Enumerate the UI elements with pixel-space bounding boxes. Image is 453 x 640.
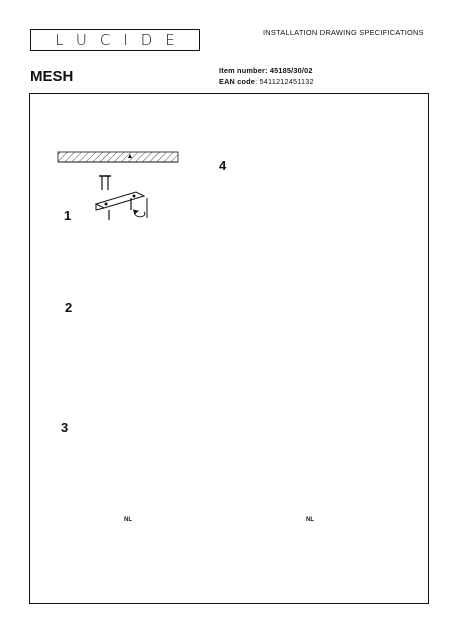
item-number-row: Item number: 45185/30/02 bbox=[219, 66, 313, 75]
brand-logo: LUCIDE bbox=[30, 29, 200, 51]
step-number-2: 2 bbox=[65, 300, 73, 315]
screw-icon bbox=[99, 175, 111, 190]
step-number-4: 4 bbox=[219, 158, 227, 173]
brand-logo-text: LUCIDE bbox=[55, 31, 188, 49]
ean-row: EAN code: 5411212451132 bbox=[219, 77, 314, 86]
step-1-illustration bbox=[57, 151, 179, 220]
item-number-value: 45185/30/02 bbox=[269, 66, 313, 75]
step-number-3: 3 bbox=[61, 420, 69, 435]
document-title: INSTALLATION DRAWING SPECIFICATIONS bbox=[263, 28, 424, 37]
drawing-frame bbox=[29, 93, 429, 604]
ean-value: : 5411212451132 bbox=[255, 77, 314, 86]
rotate-arrow-icon bbox=[132, 198, 148, 218]
product-name: MESH bbox=[30, 68, 74, 85]
nl-badge-right: NL bbox=[306, 517, 314, 523]
ean-label: EAN code bbox=[219, 77, 256, 86]
step-number-1: 1 bbox=[64, 208, 72, 223]
item-number-label: Item number: bbox=[219, 66, 268, 75]
nl-badge-left: NL bbox=[124, 517, 132, 523]
